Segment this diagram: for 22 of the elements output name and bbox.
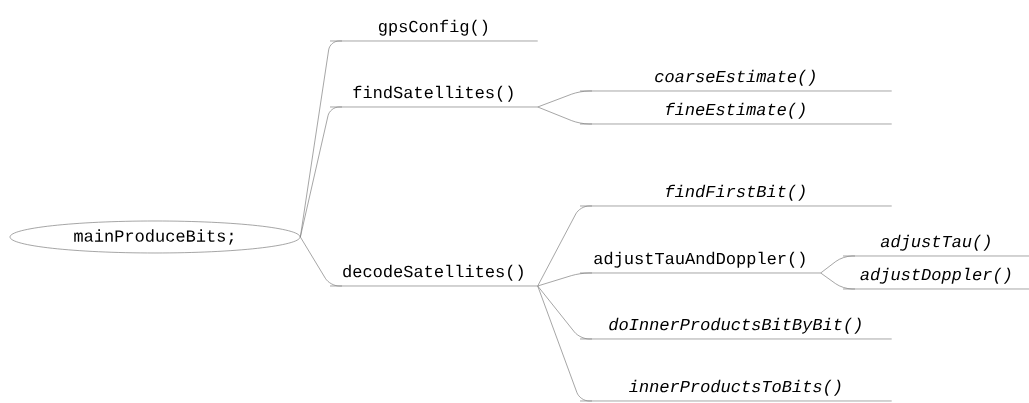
underlined-label: adjustTauAndDoppler() (579, 251, 822, 274)
branch-line (537, 90, 593, 108)
underlined-label: coarseEstimate() (579, 69, 893, 92)
branch-line (537, 285, 593, 340)
underlined-label: fineEstimate() (579, 102, 893, 125)
underlined-label: findSatellites() (329, 85, 539, 108)
branch-line (537, 272, 593, 287)
underlined-label: decodeSatellites() (329, 264, 539, 287)
ellipse-node: mainProduceBits; (9, 220, 301, 254)
underlined-label: adjustTau() (842, 234, 1029, 257)
branch-line (537, 285, 593, 402)
underlined-label: gpsConfig() (329, 19, 539, 42)
branch-line (300, 236, 343, 287)
branch-line (537, 106, 593, 125)
underlined-label: findFirstBit() (579, 184, 893, 207)
branch-line (300, 106, 343, 238)
underlined-label: adjustDoppler() (842, 267, 1029, 290)
branch-line (820, 272, 856, 290)
underlined-label: doInnerProductsBitByBit() (579, 317, 893, 340)
branch-line (537, 205, 593, 287)
branch-line (820, 255, 856, 274)
underlined-label: innerProductsToBits() (579, 379, 893, 402)
